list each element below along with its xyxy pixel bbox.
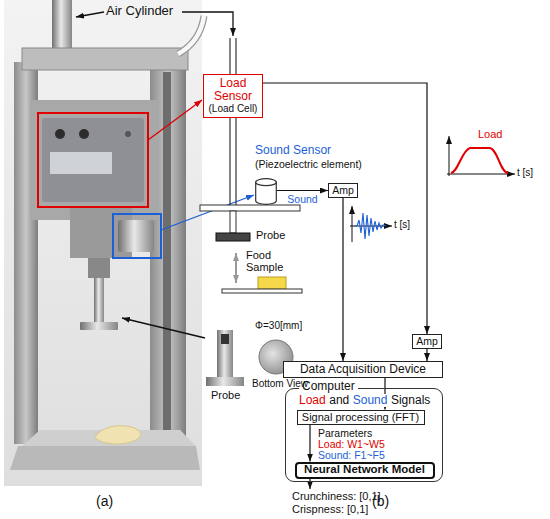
food-sample-block xyxy=(258,277,286,289)
sensor-highlight xyxy=(113,214,161,258)
axis xyxy=(449,136,450,176)
sound-waveform xyxy=(354,213,386,239)
output-label: Crispness: [0,1] xyxy=(292,503,368,515)
stand-base xyxy=(10,446,200,470)
pointer-arrow xyxy=(161,195,254,230)
screw xyxy=(79,129,89,139)
signal-label: and xyxy=(329,394,349,407)
parameter-label: Parameters xyxy=(318,428,372,440)
daq-box: Data Acquisition Device xyxy=(283,361,443,378)
part-label: Probe xyxy=(256,229,285,241)
screw xyxy=(55,129,65,139)
cylinder-top xyxy=(256,179,277,186)
output-arrow xyxy=(309,479,310,489)
probe-holder xyxy=(88,258,110,278)
sample-plate xyxy=(222,289,302,293)
axis-label: t [s] xyxy=(394,219,410,230)
amp-box: Amp xyxy=(328,183,358,198)
parameter-label: Load: W1~W5 xyxy=(318,439,385,451)
model-box: Neural Network Model xyxy=(295,462,435,479)
part-label: Probe xyxy=(211,389,240,401)
probe-disc xyxy=(80,322,118,330)
load-cell-panel xyxy=(50,152,112,174)
output-label: Crunchiness: [0,1] xyxy=(292,490,381,502)
node-subtitle: (Load Cell) xyxy=(209,103,258,115)
top-mount xyxy=(22,48,188,70)
signal-label: Signals xyxy=(391,394,430,407)
motion-arrow xyxy=(235,253,237,283)
signal-label: Load xyxy=(299,394,326,407)
cable xyxy=(178,16,204,54)
probe-inset-shaft xyxy=(217,330,233,378)
pointer-arrow xyxy=(76,12,104,17)
parameter-label: Sound: F1~F5 xyxy=(318,450,385,462)
axis xyxy=(447,174,515,175)
pointer-arrow xyxy=(148,100,202,140)
rod-outline xyxy=(229,38,230,205)
node-title: Sound Sensor xyxy=(255,144,331,158)
probe-shaft-schematic xyxy=(230,211,236,233)
probe-disc-schematic xyxy=(216,233,250,241)
cylinder-rod xyxy=(52,0,72,50)
probe-inset-disc xyxy=(206,377,244,386)
connector-arrow xyxy=(426,349,427,361)
node-title: Load Sensor xyxy=(205,77,261,103)
load-cell-body xyxy=(42,118,144,202)
signal-row: Loadand SoundSignals xyxy=(297,394,432,407)
signal-label: Sound xyxy=(353,394,388,407)
probe-shaft xyxy=(94,278,104,324)
process-box: Signal processing (FFT) xyxy=(297,410,425,425)
connector-arrow xyxy=(277,190,328,191)
part-label: Air Cylinder xyxy=(106,4,173,19)
pointer-arrow xyxy=(182,12,233,36)
dimension-label: Φ=30[mm] xyxy=(255,320,302,331)
sound-sensor-photo xyxy=(118,220,154,252)
node-title: Signal processing (FFT) xyxy=(302,411,419,424)
node-title: Amp xyxy=(416,335,438,347)
amp-box: Amp xyxy=(412,334,442,349)
node-title: Neural Network Model xyxy=(304,463,425,476)
connector-arrow xyxy=(342,198,343,361)
load-curve xyxy=(451,148,508,173)
pointer-arrow xyxy=(122,318,205,338)
food-chip xyxy=(95,426,141,444)
cable xyxy=(178,16,204,54)
view-label: Bottom View xyxy=(252,378,308,389)
axis-label: t [s] xyxy=(517,167,533,178)
cylinder-outline xyxy=(255,178,277,205)
part-label: Food Sample xyxy=(246,249,290,274)
signal-label: Load xyxy=(478,128,502,140)
rod-outline xyxy=(235,38,236,205)
load-cell-highlight xyxy=(38,113,148,207)
carriage-plate xyxy=(30,100,158,220)
connector-arrow xyxy=(309,425,310,462)
screw xyxy=(125,131,131,137)
node-title: Amp xyxy=(332,184,354,196)
probe-inset-hole xyxy=(221,334,229,344)
connector-arrow xyxy=(263,83,427,334)
node-title: Data Acquisition Device xyxy=(300,363,426,377)
edge-label: Sound xyxy=(287,194,317,206)
sensor-box: Load Sensor(Load Cell) xyxy=(203,74,263,118)
axis xyxy=(352,206,353,242)
crossbar xyxy=(200,205,300,211)
photo-background xyxy=(4,0,202,486)
panel-label: (a) xyxy=(96,494,113,510)
node-subtitle: (Piezoelectric element) xyxy=(255,158,362,170)
panel-label: (b) xyxy=(372,494,389,510)
sound-sensor: Sound Sensor(Piezoelectric element) xyxy=(255,178,277,205)
